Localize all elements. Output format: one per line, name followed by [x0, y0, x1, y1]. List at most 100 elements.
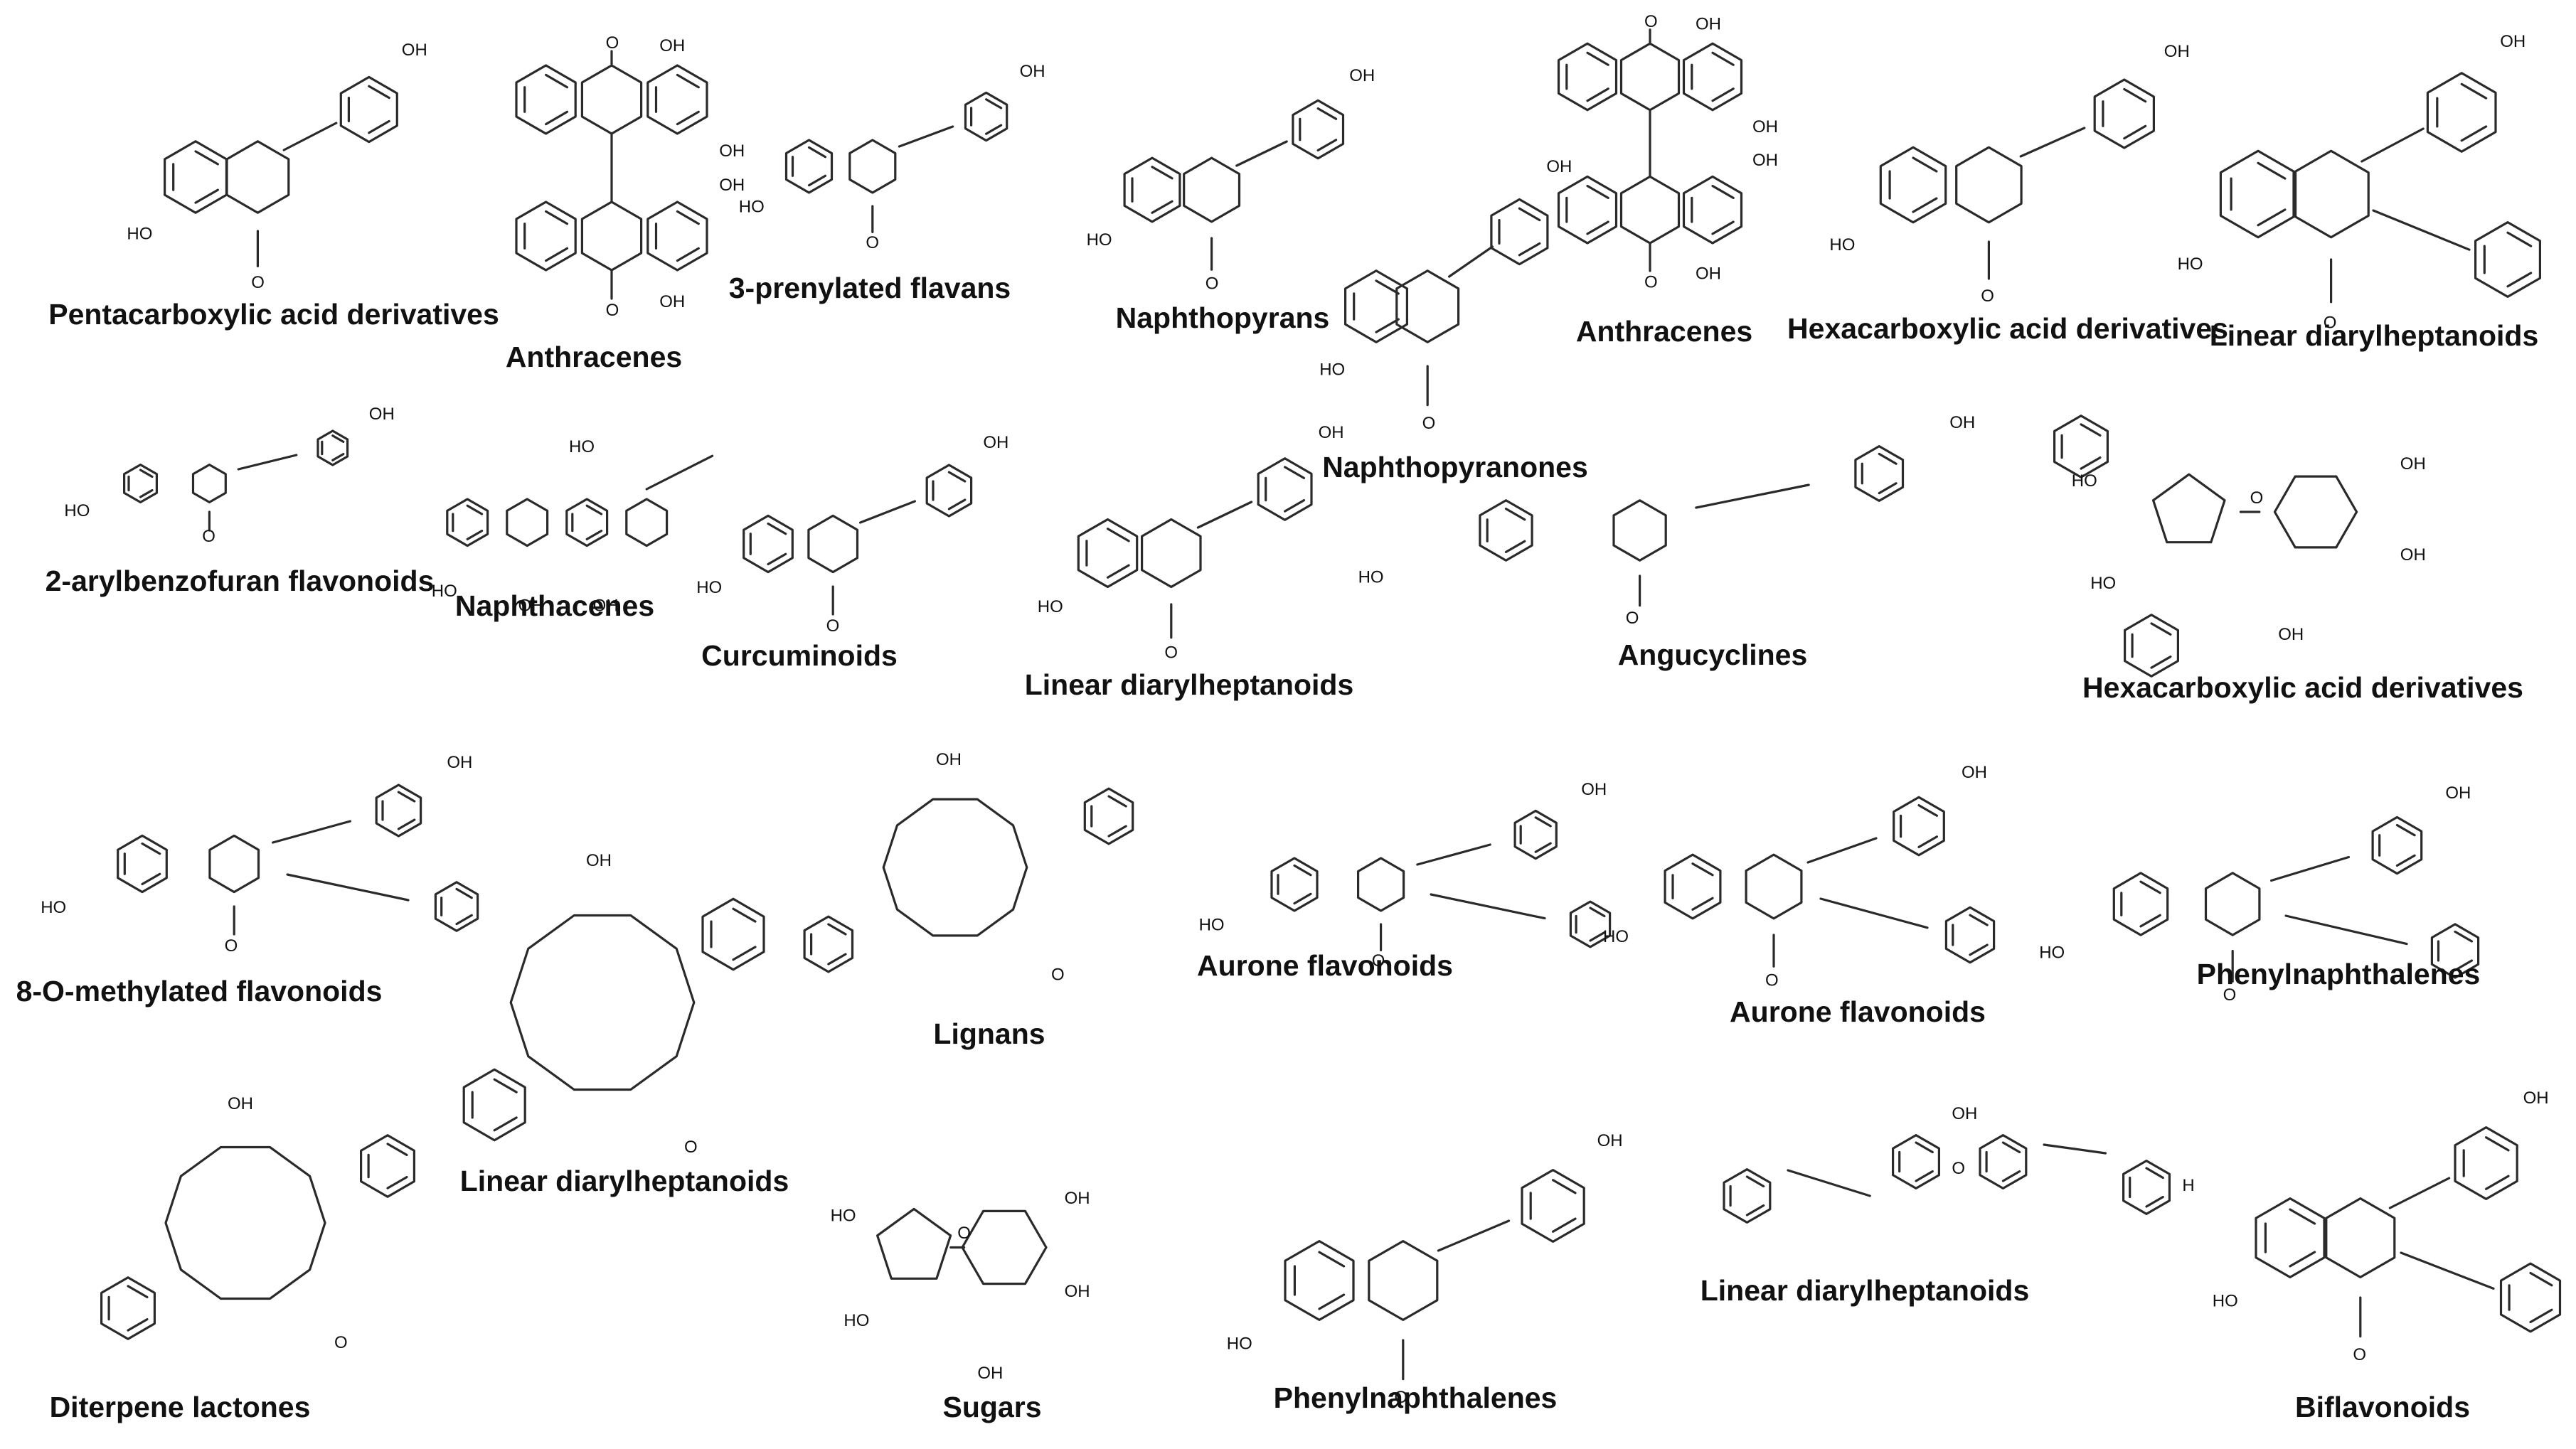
bond-lines	[2255, 1126, 2562, 1338]
atom-label: O	[1051, 965, 1065, 984]
compound-class-label: Hexacarboxylic acid derivatives	[1787, 312, 2228, 345]
compound-class-label: Linear diarylheptanoids	[1700, 1274, 2030, 1307]
atom-label: O	[2250, 488, 2264, 508]
atom-label: HO	[1358, 568, 1384, 587]
compound-class-label: Linear diarylheptanoids	[459, 1165, 789, 1197]
compound-class-label: Anthracenes	[505, 341, 683, 373]
atom-label: O	[2324, 314, 2337, 333]
atom-label: O	[225, 936, 238, 956]
atom-label: OH	[936, 750, 962, 769]
atom-label: OH	[2500, 32, 2526, 51]
atom-label: O	[1981, 287, 1994, 306]
compound-class-label: Diterpene lactones	[49, 1391, 311, 1423]
bond-lines	[1270, 809, 1612, 951]
compound-class-label: Naphthopyranones	[1322, 451, 1588, 483]
bond-lines	[100, 1134, 415, 1340]
bond-lines	[2219, 72, 2541, 304]
atom-label: OH	[447, 753, 472, 772]
atom-label: HO	[2090, 574, 2116, 593]
atom-label: O	[606, 33, 619, 53]
atom-label: OH	[983, 433, 1008, 452]
atom-label: OH	[2278, 625, 2304, 644]
atom-label: O	[1626, 609, 1639, 628]
atom-label: HO	[696, 578, 722, 597]
atom-label: HO	[1087, 230, 1112, 250]
atom-label: OH	[369, 405, 395, 424]
structure-drawing: HO O OH	[41, 753, 479, 956]
bond-lines	[515, 50, 708, 300]
atom-label: HO	[2213, 1292, 2238, 1311]
atom-label: OH	[2400, 454, 2426, 474]
atom-label: HO	[1227, 1335, 1252, 1354]
chemical-structure-c15: HO O OH	[21, 747, 505, 960]
atom-label: H	[2182, 1176, 2194, 1195]
atom-label: HO	[2178, 255, 2203, 274]
compound-class-label: Phenylnaphthalenes	[1273, 1381, 1558, 1414]
bond-lines	[1557, 28, 1743, 272]
compound-class-label: Linear diarylheptanoids	[2209, 319, 2539, 352]
atom-label: HO	[1038, 597, 1063, 616]
atom-label: OH	[593, 597, 619, 616]
compound-class-label: Naphthopyrans	[1115, 301, 1330, 334]
atom-label: O	[1394, 1388, 1407, 1407]
bond-lines	[164, 75, 398, 267]
structure-drawing: OH O	[803, 750, 1134, 984]
bond-lines	[123, 429, 349, 532]
atom-label: OH	[1752, 151, 1778, 170]
atom-label: OH	[1696, 15, 1721, 34]
bond-lines	[1479, 445, 1905, 607]
atom-label: OH	[719, 176, 745, 195]
atom-label: OH	[659, 36, 685, 55]
bond-lines	[876, 1207, 1048, 1285]
atom-label: HO	[1319, 360, 1345, 380]
compound-class-label: Pentacarboxylic acid derivatives	[48, 298, 499, 331]
compound-class-label: 3-prenylated flavans	[728, 272, 1011, 304]
atom-label: HO	[64, 501, 90, 520]
atom-label: O	[1952, 1159, 1965, 1178]
atom-label: OH	[228, 1094, 253, 1113]
atom-label: O	[334, 1333, 348, 1352]
atom-label: HO	[41, 898, 66, 917]
atom-label: OH	[2523, 1089, 2549, 1108]
atom-label: OH	[1065, 1189, 1090, 1208]
atom-label: O	[251, 273, 265, 292]
atom-label: OH	[1952, 1104, 1977, 1123]
compound-class-label: Anthracenes	[1575, 315, 1753, 348]
bond-lines	[743, 464, 973, 616]
compound-class-label: Biflavonoids	[2294, 1391, 2471, 1423]
bond-lines	[1284, 1169, 1585, 1381]
atom-label: HO	[2039, 943, 2065, 962]
compound-class-label: Hexacarboxylic acid derivatives	[2082, 671, 2523, 704]
atom-label: OH	[1696, 264, 1721, 284]
atom-label: OH	[586, 851, 612, 870]
structure-drawing: OH O	[100, 1094, 415, 1352]
compound-class-label: Naphthacenes	[454, 589, 655, 622]
bond-lines	[1664, 796, 1996, 968]
atom-label: HO	[1829, 235, 1855, 255]
